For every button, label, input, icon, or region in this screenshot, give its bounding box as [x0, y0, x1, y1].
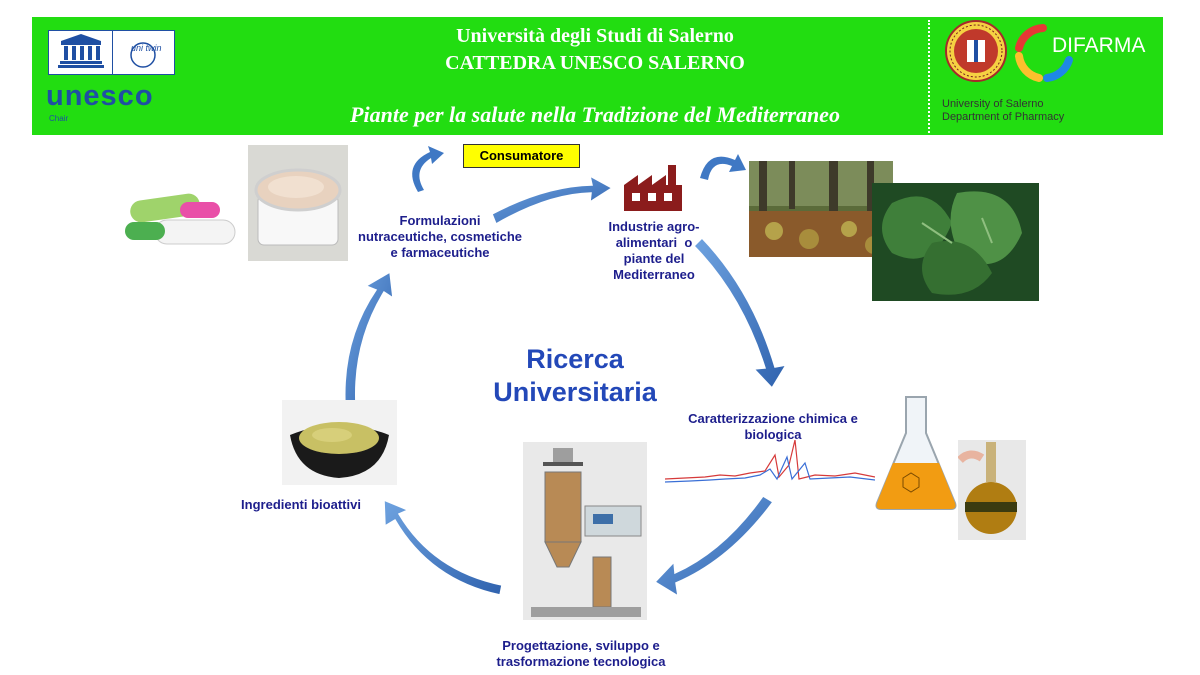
- university-seal-icon: [945, 20, 1007, 82]
- arrow-right: [692, 236, 788, 390]
- step-caratterizzazione-line2: biologica: [744, 427, 802, 442]
- step-industrie: Industrie agro- alimentari o piante del …: [596, 219, 712, 283]
- factory-icon: [624, 165, 682, 211]
- difarma-wordmark: DIFARMA: [1052, 34, 1146, 57]
- unesco-wordmark: unesco: [46, 80, 154, 112]
- flask-image: [875, 396, 957, 510]
- cream-jar-image: [248, 145, 348, 261]
- center-title-line2: Universitaria: [493, 377, 657, 407]
- university-title: Università degli Studi di Salerno: [456, 25, 734, 47]
- arrow-left: [344, 270, 394, 406]
- step-formulazioni-line2: nutraceutiche, cosmetiche: [358, 229, 522, 244]
- unesco-chair-text: Chair: [49, 114, 69, 123]
- step-progettazione: Progettazione, sviluppo e trasformazione…: [476, 638, 686, 670]
- arrow-factory: [700, 154, 746, 180]
- arrow-consumer: [412, 146, 444, 192]
- center-title-line1: Ricerca: [526, 344, 624, 374]
- step-ingredienti: Ingredienti bioattivi: [226, 497, 376, 513]
- step-industrie-line3: piante del: [623, 251, 685, 266]
- banner-subtitle: Piante per la salute nella Tradizione de…: [350, 102, 840, 127]
- arrow-top: [491, 174, 614, 226]
- step-ingredienti-line1: Ingredienti bioattivi: [241, 497, 361, 512]
- department-name: Department of Pharmacy: [942, 111, 1065, 123]
- logo-divider: [112, 31, 113, 74]
- arrow-lower-left: [383, 498, 503, 596]
- step-caratterizzazione: Caratterizzazione chimica e biologica: [670, 411, 876, 443]
- chair-title: CATTEDRA UNESCO SALERNO: [445, 52, 745, 74]
- spray-dryer-image: [523, 442, 647, 620]
- unitwin-text: uni twin: [131, 43, 162, 53]
- step-industrie-line1: Industrie agro-: [608, 219, 700, 234]
- step-formulazioni-line3: e farmaceutiche: [390, 245, 490, 260]
- unesco-temple-icon: uni twin: [58, 34, 162, 68]
- center-title: Ricerca Universitaria: [470, 343, 680, 409]
- step-caratterizzazione-line1: Caratterizzazione chimica e: [688, 411, 858, 426]
- step-industrie-line2: alimentari o: [615, 235, 693, 250]
- round-flask-image: [958, 440, 1026, 540]
- arrow-lower-right: [653, 494, 775, 598]
- difarma-logo-icon: [1015, 24, 1073, 82]
- powder-bowl-image: [282, 400, 397, 485]
- leaves-image: [872, 183, 1039, 301]
- university-name-en: University of Salerno: [942, 98, 1044, 110]
- chromatogram-image: [665, 439, 875, 483]
- header-divider: [928, 20, 930, 133]
- step-industrie-line4: Mediterraneo: [613, 267, 695, 282]
- consumer-box: Consumatore: [463, 144, 580, 168]
- unesco-logo: uni twin: [48, 30, 175, 75]
- step-formulazioni: Formulazioni nutraceutiche, cosmetiche e…: [343, 213, 537, 261]
- pills-image: [125, 193, 236, 245]
- step-progettazione-line2: trasformazione tecnologica: [496, 654, 666, 669]
- chestnuts-forest-image: [749, 161, 893, 257]
- step-formulazioni-line1: Formulazioni: [399, 213, 481, 228]
- step-progettazione-line1: Progettazione, sviluppo e: [502, 638, 660, 653]
